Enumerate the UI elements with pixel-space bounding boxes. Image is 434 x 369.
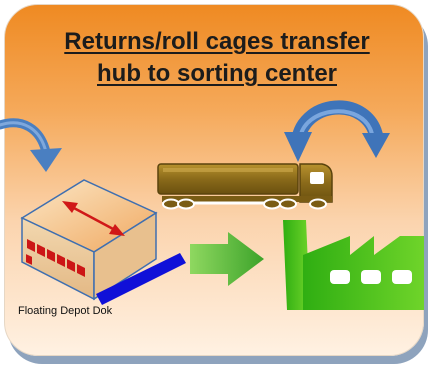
curved-arrow-right-icon bbox=[284, 100, 390, 162]
truck-icon bbox=[157, 163, 333, 210]
factory-icon bbox=[283, 220, 424, 310]
curved-arrow-left-icon bbox=[0, 118, 62, 172]
green-arrow-icon bbox=[190, 232, 264, 286]
page-title: Returns/roll cages transfer hub to sorti… bbox=[20, 26, 414, 90]
dock-doors-icon bbox=[27, 239, 85, 277]
double-arrow-icon bbox=[62, 201, 125, 236]
title-line-1: Returns/roll cages transfer bbox=[64, 28, 370, 55]
loading-doors bbox=[26, 254, 32, 265]
depot-label: Floating Depot Dok bbox=[18, 305, 113, 317]
ramp-bar-icon bbox=[96, 253, 186, 305]
title-line-2: hub to sorting center bbox=[97, 60, 337, 87]
